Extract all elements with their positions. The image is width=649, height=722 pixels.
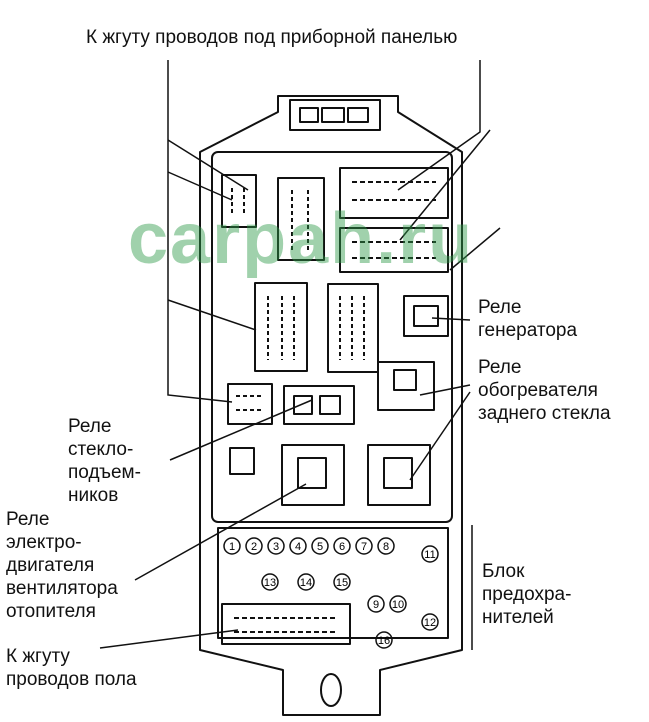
fuse-number: 13: [264, 577, 276, 589]
fuse-row-3: 9 10: [367, 595, 407, 613]
window-relay: [283, 385, 355, 425]
generator-relay-label: Реле генератора: [478, 297, 578, 341]
inner-body: [211, 151, 453, 523]
fuse-number: 4: [295, 541, 301, 553]
fuse-14: [297, 573, 315, 591]
fuse-13: [261, 573, 279, 591]
fuse-11: [421, 545, 439, 563]
fuse-8: [377, 537, 395, 555]
connector-left-lower: [227, 383, 273, 425]
fuse-1: [223, 537, 241, 555]
fuse-number: 15: [336, 577, 348, 589]
fan-relay-label: Реле электро- двигателя вентилятора отоп…: [6, 509, 118, 622]
connector-left-mid: [277, 177, 325, 261]
floor-connector: [221, 603, 351, 645]
fan-relay: [281, 444, 345, 506]
connector-top-right-1: [339, 167, 449, 219]
fuse-row-2: 13 14 15: [261, 573, 351, 591]
fuse-3: [267, 537, 285, 555]
fuse-15: [333, 573, 351, 591]
fuse-5: [311, 537, 329, 555]
connector-top-right-2: [339, 227, 449, 273]
fuse-number: 3: [273, 541, 279, 553]
fuse-10: [389, 595, 407, 613]
fuse-16: [375, 631, 393, 649]
fuse-number: 16: [378, 635, 390, 647]
floor-harness-label: К жгуту проводов пола: [6, 646, 137, 690]
connector-left-large: [254, 282, 308, 372]
fuse-number: 2: [251, 541, 257, 553]
housing-outline: [199, 95, 463, 716]
fuse-number: 14: [300, 577, 312, 589]
fuse-number: 12: [424, 617, 436, 629]
fuse-7: [355, 537, 373, 555]
fuse-2: [245, 537, 263, 555]
fuse-side: 11 12: [421, 545, 439, 631]
watermark: carpah.ru: [128, 199, 475, 279]
fuse-number: 1: [229, 541, 235, 553]
fuse-12: [421, 613, 439, 631]
fuse-number: 10: [392, 599, 404, 611]
fuse-number: 9: [373, 599, 379, 611]
connector-center: [327, 283, 379, 373]
fuse-row-1: 1 2 3 4 5 6 7 8: [223, 537, 395, 555]
generator-relay: [403, 295, 449, 337]
fuse-number: 6: [339, 541, 345, 553]
fuse-number: 11: [424, 549, 435, 561]
relay-small-left: [229, 447, 255, 475]
fuse-9: [367, 595, 385, 613]
fuse-bottom: 16: [375, 631, 393, 649]
fuse-6: [333, 537, 351, 555]
top-latch: [289, 99, 381, 131]
rear-heater-relay-label: Реле обогревателя заднего стекла: [478, 357, 611, 424]
window-relay-label: Реле стекло- подъем- ников: [68, 416, 141, 506]
fuse-block-label: Блок предохра- нителей: [482, 561, 572, 628]
fuse-number: 8: [383, 541, 389, 553]
fuse-number: 5: [317, 541, 323, 553]
fuse-number: 7: [361, 541, 367, 553]
fuse-4: [289, 537, 307, 555]
rear-heater-relay: [377, 361, 435, 411]
connector-left-top: [221, 174, 257, 228]
top-harness-label: К жгуту проводов под приборной панелью: [86, 27, 458, 48]
relay-right: [367, 444, 431, 506]
mounting-hole: [320, 673, 342, 707]
fuse-block: [217, 527, 449, 639]
